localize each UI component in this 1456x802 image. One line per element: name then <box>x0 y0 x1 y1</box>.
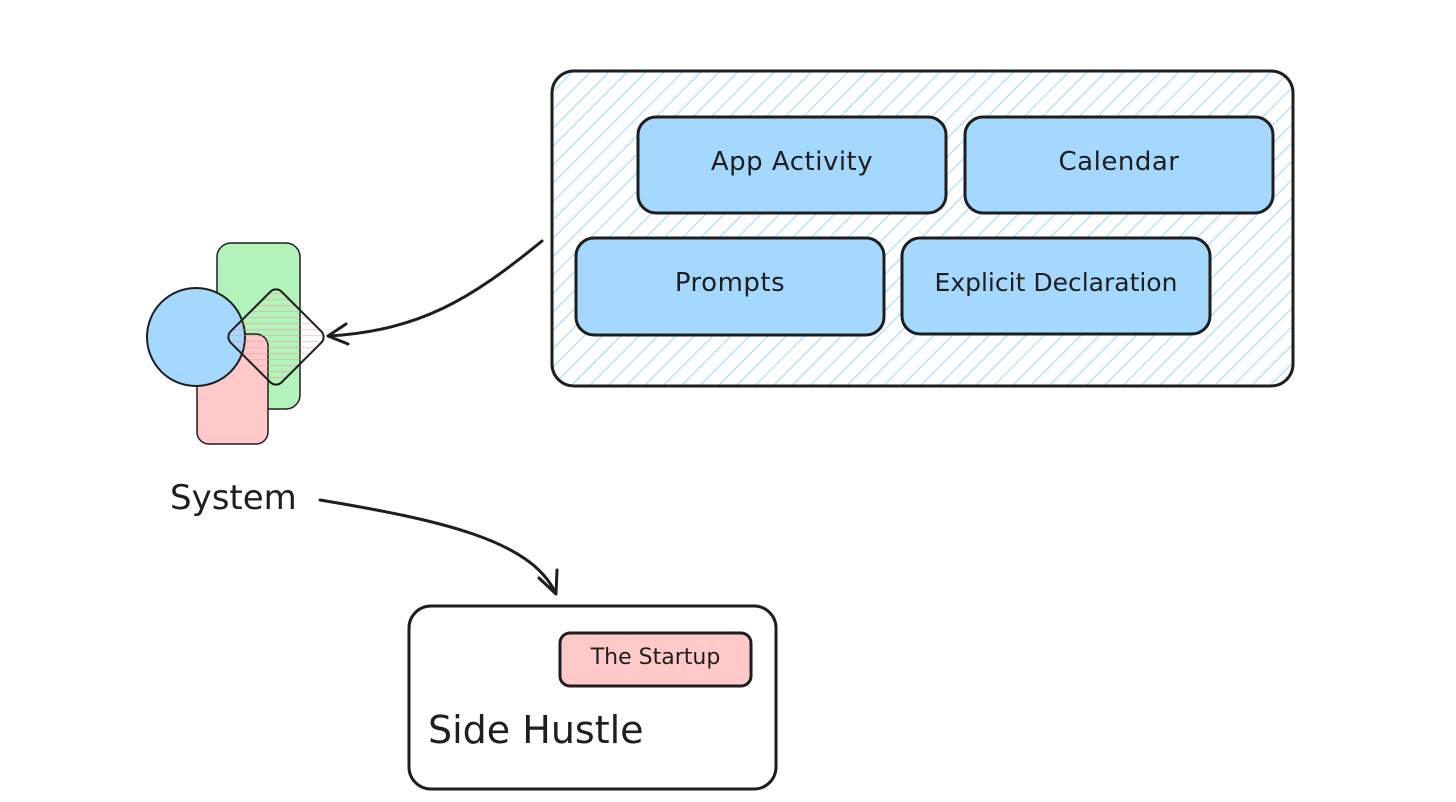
side-hustle-label: Side Hustle <box>428 708 644 752</box>
arrow-panel-to-system <box>326 239 544 346</box>
card-calendar-label: Calendar <box>1058 147 1180 177</box>
card-app-activity-label: App Activity <box>710 147 874 177</box>
card-explicit-declaration-label: Explicit Declaration <box>934 268 1178 297</box>
card-calendar <box>963 115 1275 215</box>
card-app-activity <box>636 115 948 215</box>
system-logo <box>146 242 325 445</box>
arrow-system-to-side-hustle <box>318 498 559 596</box>
card-prompts <box>574 236 886 337</box>
startup-tag-label: The Startup <box>590 645 721 670</box>
card-prompts-label: Prompts <box>674 268 786 298</box>
startup-tag-box <box>558 631 753 688</box>
system-label: System <box>170 478 297 518</box>
hatched-diamond <box>227 288 325 386</box>
card-explicit-declaration <box>900 236 1212 336</box>
